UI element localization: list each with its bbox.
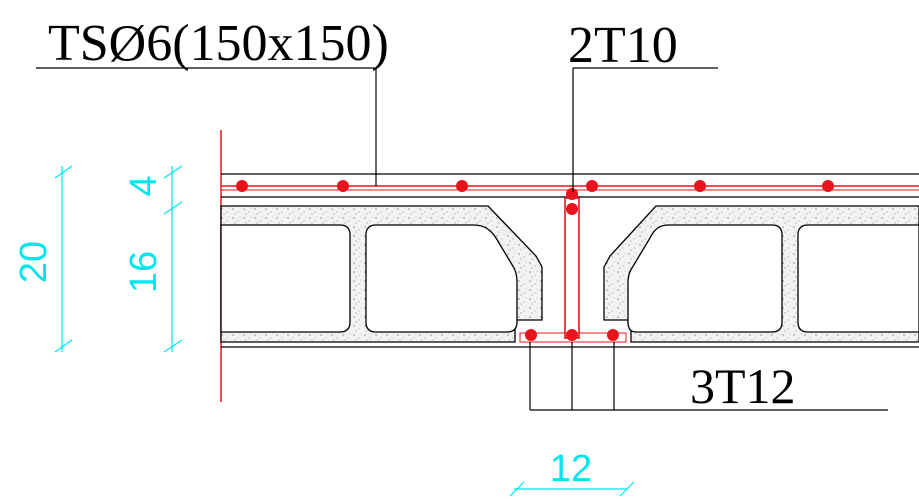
top-bars-label: 2T10 — [568, 17, 678, 74]
total-height-label: 20 — [13, 241, 55, 283]
bottom-bars-label: 3T12 — [690, 358, 796, 414]
top-bars-leader — [572, 67, 718, 192]
hollow-block-right — [603, 205, 919, 343]
mesh-label: TSØ6(150x150) — [48, 15, 389, 72]
bottom-rib-bar — [607, 329, 619, 341]
total-height-dimension — [54, 165, 73, 353]
bottom-rib-bar — [566, 329, 578, 341]
mesh-bar — [822, 180, 834, 192]
bottom-rib-bar — [525, 329, 537, 341]
top-rib-bar — [566, 188, 578, 200]
mesh-bar — [694, 180, 706, 192]
rib-reinforcement — [519, 188, 627, 343]
mesh-bar — [586, 180, 598, 192]
bottom-bars-leader — [529, 342, 888, 411]
mesh-bar — [456, 180, 468, 192]
mesh-bar — [236, 180, 248, 192]
top-rib-bar — [566, 203, 578, 215]
mesh-bar — [337, 180, 349, 192]
block-label: 16 — [123, 251, 165, 293]
rib-width-label: 12 — [550, 448, 592, 490]
topping-block-dimension — [163, 165, 183, 353]
rib-width-dimension — [509, 481, 635, 497]
hollow-block-left — [220, 205, 543, 343]
topping-label: 4 — [123, 175, 165, 196]
mesh-leader — [36, 67, 377, 186]
